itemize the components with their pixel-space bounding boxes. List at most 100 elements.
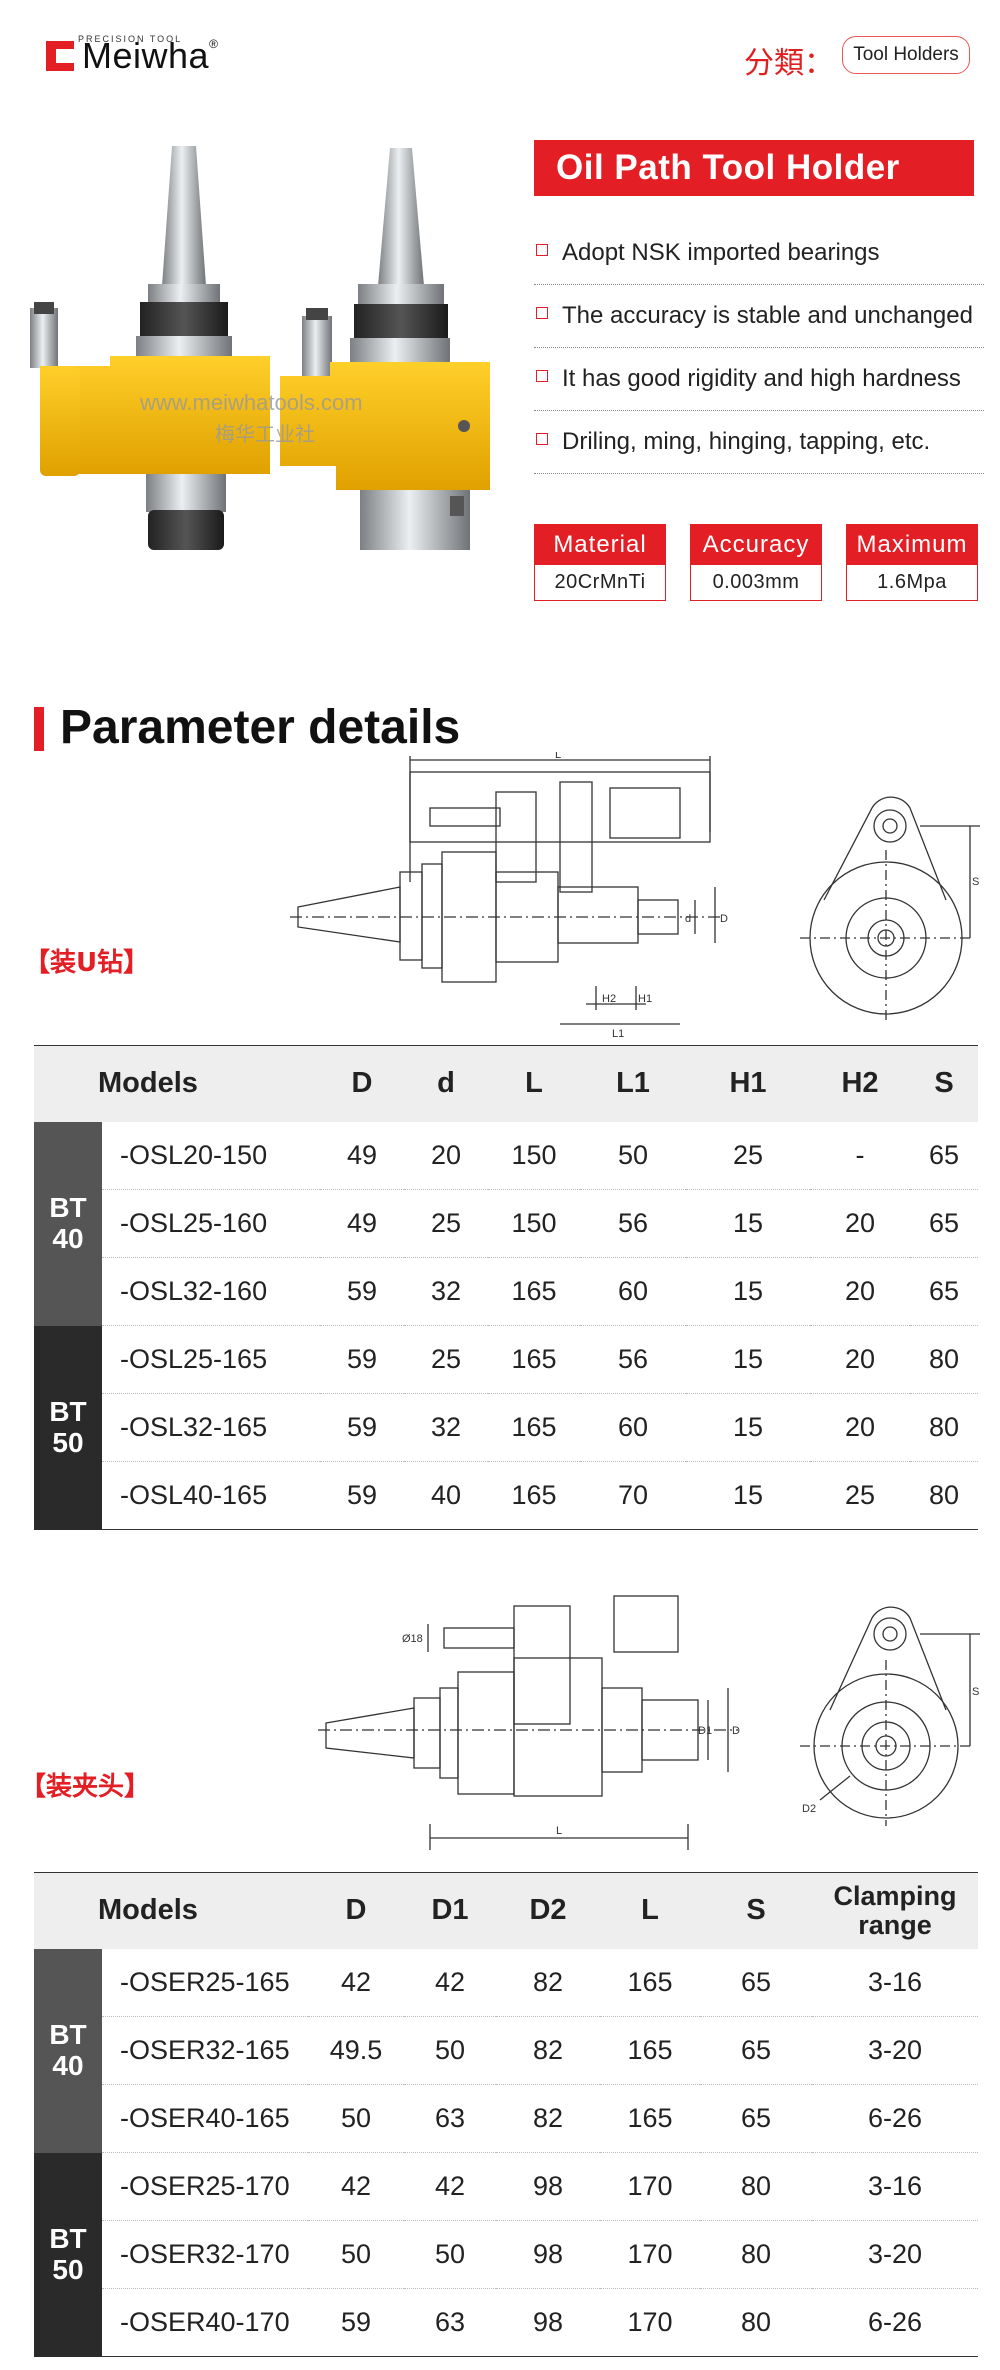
dim-D: D [720,913,728,925]
spec-value: 0.003mm [712,571,800,593]
value-cell: 150 [488,1189,580,1258]
drawing-1-front-view: S [800,796,980,1020]
value-cell: 32 [404,1393,488,1462]
watermark-cn: 梅华工业社 [215,422,315,446]
spec-maximum: Maximum 1.6Mpa [846,524,978,601]
spec-accuracy: Accuracy 0.003mm [690,524,822,601]
value-cell: 40 [404,1461,488,1530]
value-cell: 80 [910,1393,978,1462]
drawing-2-label: 【装夹头】 [20,1772,151,1802]
value-cell: 80 [700,2288,812,2357]
value-cell: 165 [488,1461,580,1530]
dim-D2: D2 [802,1803,816,1815]
spec-value: 20CrMnTi [554,571,646,593]
section-accent-bar [34,707,44,751]
value-cell: 165 [488,1325,580,1394]
value-cell: 50 [308,2220,404,2289]
value-cell: 25 [404,1325,488,1394]
value-cell: 82 [496,1948,600,2017]
value-cell: 42 [308,2152,404,2221]
col-header: D [308,1872,404,1949]
checkbox-icon [536,307,548,319]
value-cell: 25 [404,1189,488,1258]
value-cell: 65 [700,1948,812,2017]
value-cell: 80 [910,1325,978,1394]
category-chip[interactable]: Tool Holders [842,36,970,74]
value-cell: 56 [580,1189,686,1258]
col-header: L [488,1045,580,1122]
dim-H2: H2 [602,993,616,1005]
value-cell: 59 [320,1461,404,1530]
model-cell: -OSER40-170 [102,2288,308,2357]
spec-value: 1.6Mpa [877,571,947,593]
value-cell: 15 [686,1325,810,1394]
dim-L: L [555,752,561,761]
value-cell: 15 [686,1257,810,1326]
spec-label: Accuracy [691,525,821,565]
value-cell: 6-26 [812,2288,978,2357]
col-header: H2 [810,1045,910,1122]
value-cell: 82 [496,2016,600,2085]
col-header: D [320,1045,404,1122]
value-cell: 65 [910,1257,978,1326]
value-cell: 80 [700,2220,812,2289]
model-cell: -OSER40-165 [102,2084,308,2153]
value-cell: 65 [700,2016,812,2085]
value-cell: 65 [700,2084,812,2153]
col-header: H1 [686,1045,810,1122]
dim-d: d [685,913,691,925]
value-cell: 165 [600,2084,700,2153]
value-cell: 20 [810,1189,910,1258]
feature-list: Adopt NSK imported bearings The accuracy… [534,222,984,474]
value-cell: 15 [686,1393,810,1462]
dim-S: S [972,876,979,888]
value-cell: 165 [600,1948,700,2017]
dim-D1: D1 [698,1725,712,1737]
value-cell: 70 [580,1461,686,1530]
col-header: D2 [496,1872,600,1949]
value-cell: 3-16 [812,2152,978,2221]
dim-L1: L1 [612,1028,624,1040]
value-cell: 63 [404,2084,496,2153]
spec-material: Material 20CrMnTi [534,524,666,601]
model-cell: -OSL25-165 [102,1325,320,1394]
value-cell: 50 [308,2084,404,2153]
value-cell: 50 [404,2220,496,2289]
value-cell: 49 [320,1121,404,1190]
model-cell: -OSL25-160 [102,1189,320,1258]
value-cell: 25 [810,1461,910,1530]
feature-item: The accuracy is stable and unchanged [534,285,984,348]
col-header: d [404,1045,488,1122]
value-cell: 59 [320,1257,404,1326]
drawing-2-front-view: S D2 [800,1606,980,1826]
feature-item: It has good rigidity and high hardness [534,348,984,411]
model-cell: -OSL32-165 [102,1393,320,1462]
value-cell: 60 [580,1257,686,1326]
drawing-1-side-view: L D d H2 H1 L1 [290,752,728,1040]
feature-item: Driling, ming, hinging, tapping, etc. [534,411,984,474]
watermark-url: www.meiwhatools.com [140,390,363,415]
value-cell: 50 [580,1121,686,1190]
value-cell: 80 [910,1461,978,1530]
value-cell: - [810,1121,910,1190]
value-cell: 165 [600,2016,700,2085]
section-title: Parameter details [60,701,461,754]
feature-item: Adopt NSK imported bearings [534,222,984,285]
value-cell: 42 [404,2152,496,2221]
model-cell: -OSER25-165 [102,1948,308,2017]
value-cell: 59 [308,2288,404,2357]
value-cell: 170 [600,2152,700,2221]
value-cell: 32 [404,1257,488,1326]
category-label: 分類： [744,46,834,81]
value-cell: 20 [810,1325,910,1394]
